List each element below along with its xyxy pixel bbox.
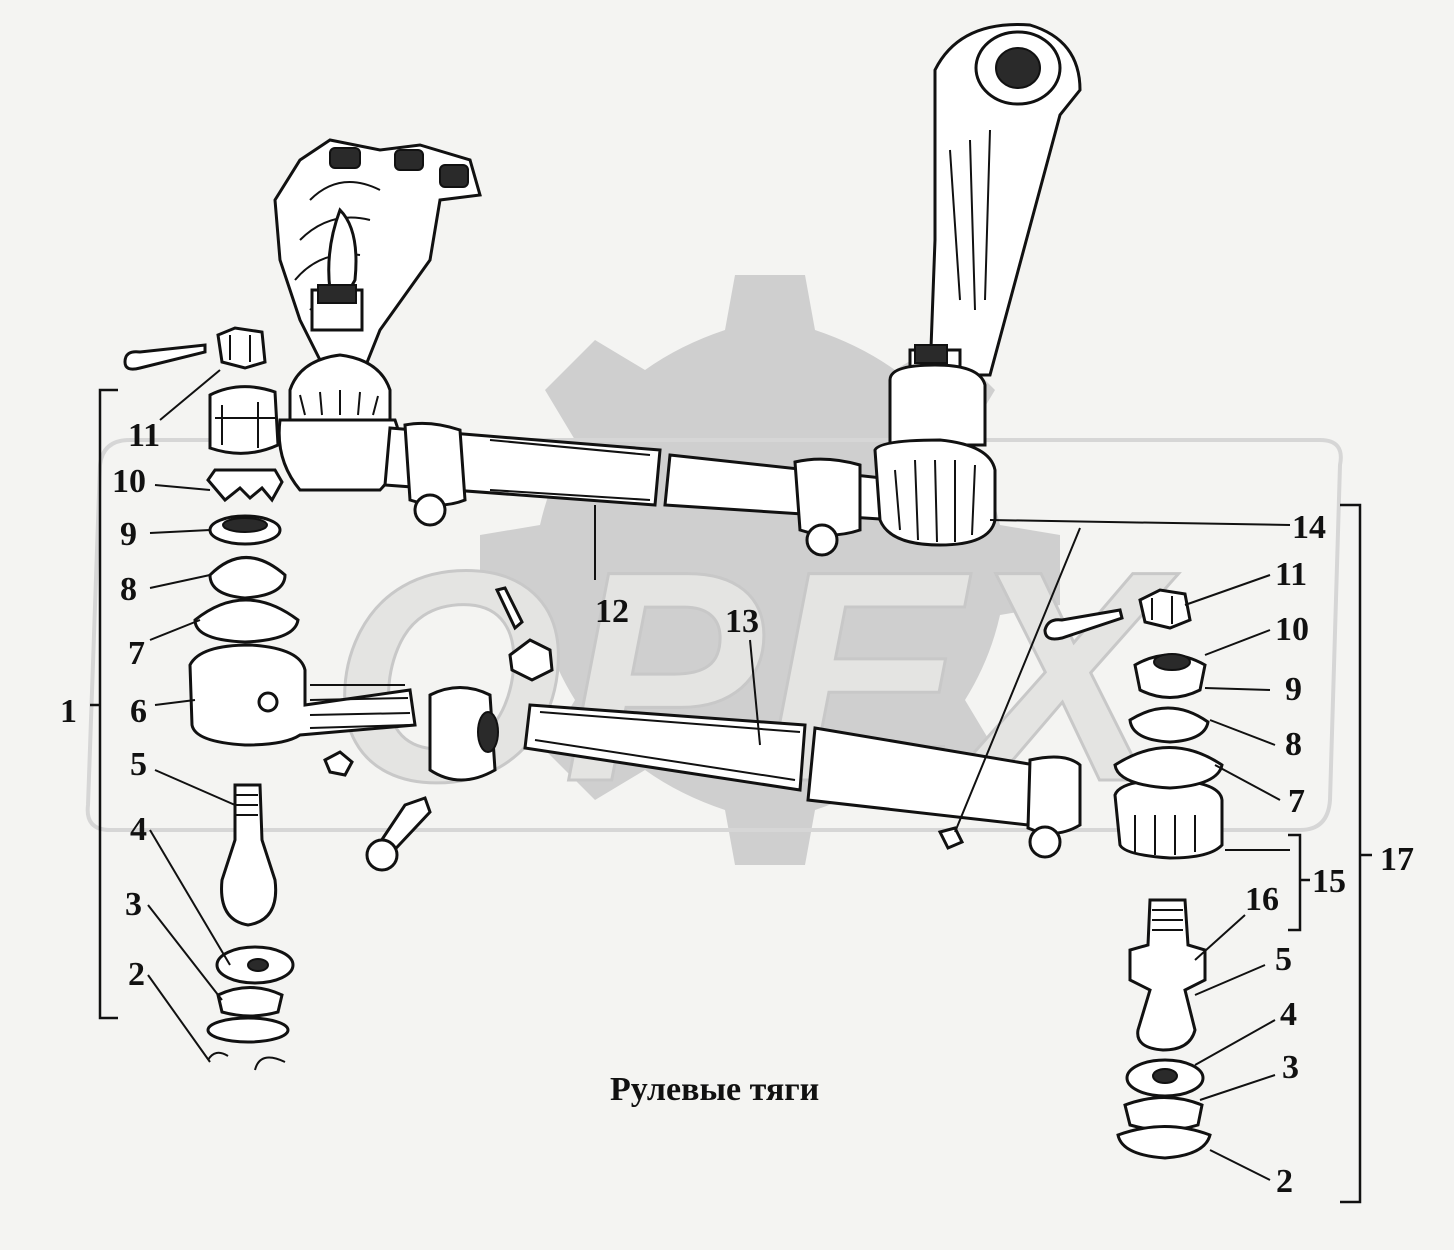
diagram-caption: Рулевые тяги	[610, 1071, 819, 1108]
label-8-right: 8	[1285, 726, 1302, 763]
brackets	[90, 388, 1372, 1204]
knuckle-arm-left	[273, 138, 482, 383]
label-16: 16	[1245, 881, 1279, 918]
bracket-17	[1340, 503, 1372, 1204]
label-2-left: 2	[128, 956, 145, 993]
bracket-1	[90, 388, 118, 1020]
label-10-left: 10	[112, 463, 146, 500]
upper-drag-link	[277, 284, 997, 557]
pitman-arm	[928, 23, 1082, 377]
right-ball-joint-parts	[1043, 588, 1224, 1160]
label-10-right: 10	[1275, 611, 1309, 648]
left-ball-joint-parts	[123, 326, 417, 1071]
ball-pin-right	[1128, 898, 1207, 1052]
watermark-frame	[85, 438, 1343, 832]
lower-tie-rod	[523, 703, 1224, 860]
label-4-right: 4	[1280, 996, 1297, 1033]
cotter-pin-right	[1043, 608, 1124, 641]
label-7-right: 7	[1288, 783, 1305, 820]
label-11-right: 11	[1275, 556, 1307, 593]
label-7-left: 7	[128, 635, 145, 672]
label-9-left: 9	[120, 516, 137, 553]
label-2-right: 2	[1276, 1163, 1293, 1200]
callout-labels: 11 10 9 8 7 1 6 5 4 3 2 12 13 14 11 10 9…	[60, 417, 1414, 1200]
label-6: 6	[130, 693, 147, 730]
label-9-right: 9	[1285, 671, 1302, 708]
cotter-pin-left	[123, 343, 207, 371]
label-5-left: 5	[130, 746, 147, 783]
label-3-right: 3	[1282, 1049, 1299, 1086]
label-11-left: 11	[128, 417, 160, 454]
label-15: 15	[1312, 863, 1346, 900]
bracket-15	[1288, 833, 1310, 932]
castle-nut-left	[216, 326, 267, 370]
label-4-left: 4	[130, 811, 147, 848]
label-1: 1	[60, 693, 77, 730]
label-13: 13	[725, 603, 759, 640]
label-14: 14	[1292, 509, 1326, 546]
ball-pin-left	[220, 783, 278, 927]
clamp-parts	[323, 586, 554, 872]
label-8-left: 8	[120, 571, 137, 608]
leader-lines	[147, 369, 1291, 1181]
label-12: 12	[595, 593, 629, 630]
label-5-right: 5	[1275, 941, 1292, 978]
castle-nut-right	[1138, 588, 1192, 630]
label-17: 17	[1380, 841, 1414, 878]
label-3-left: 3	[125, 886, 142, 923]
